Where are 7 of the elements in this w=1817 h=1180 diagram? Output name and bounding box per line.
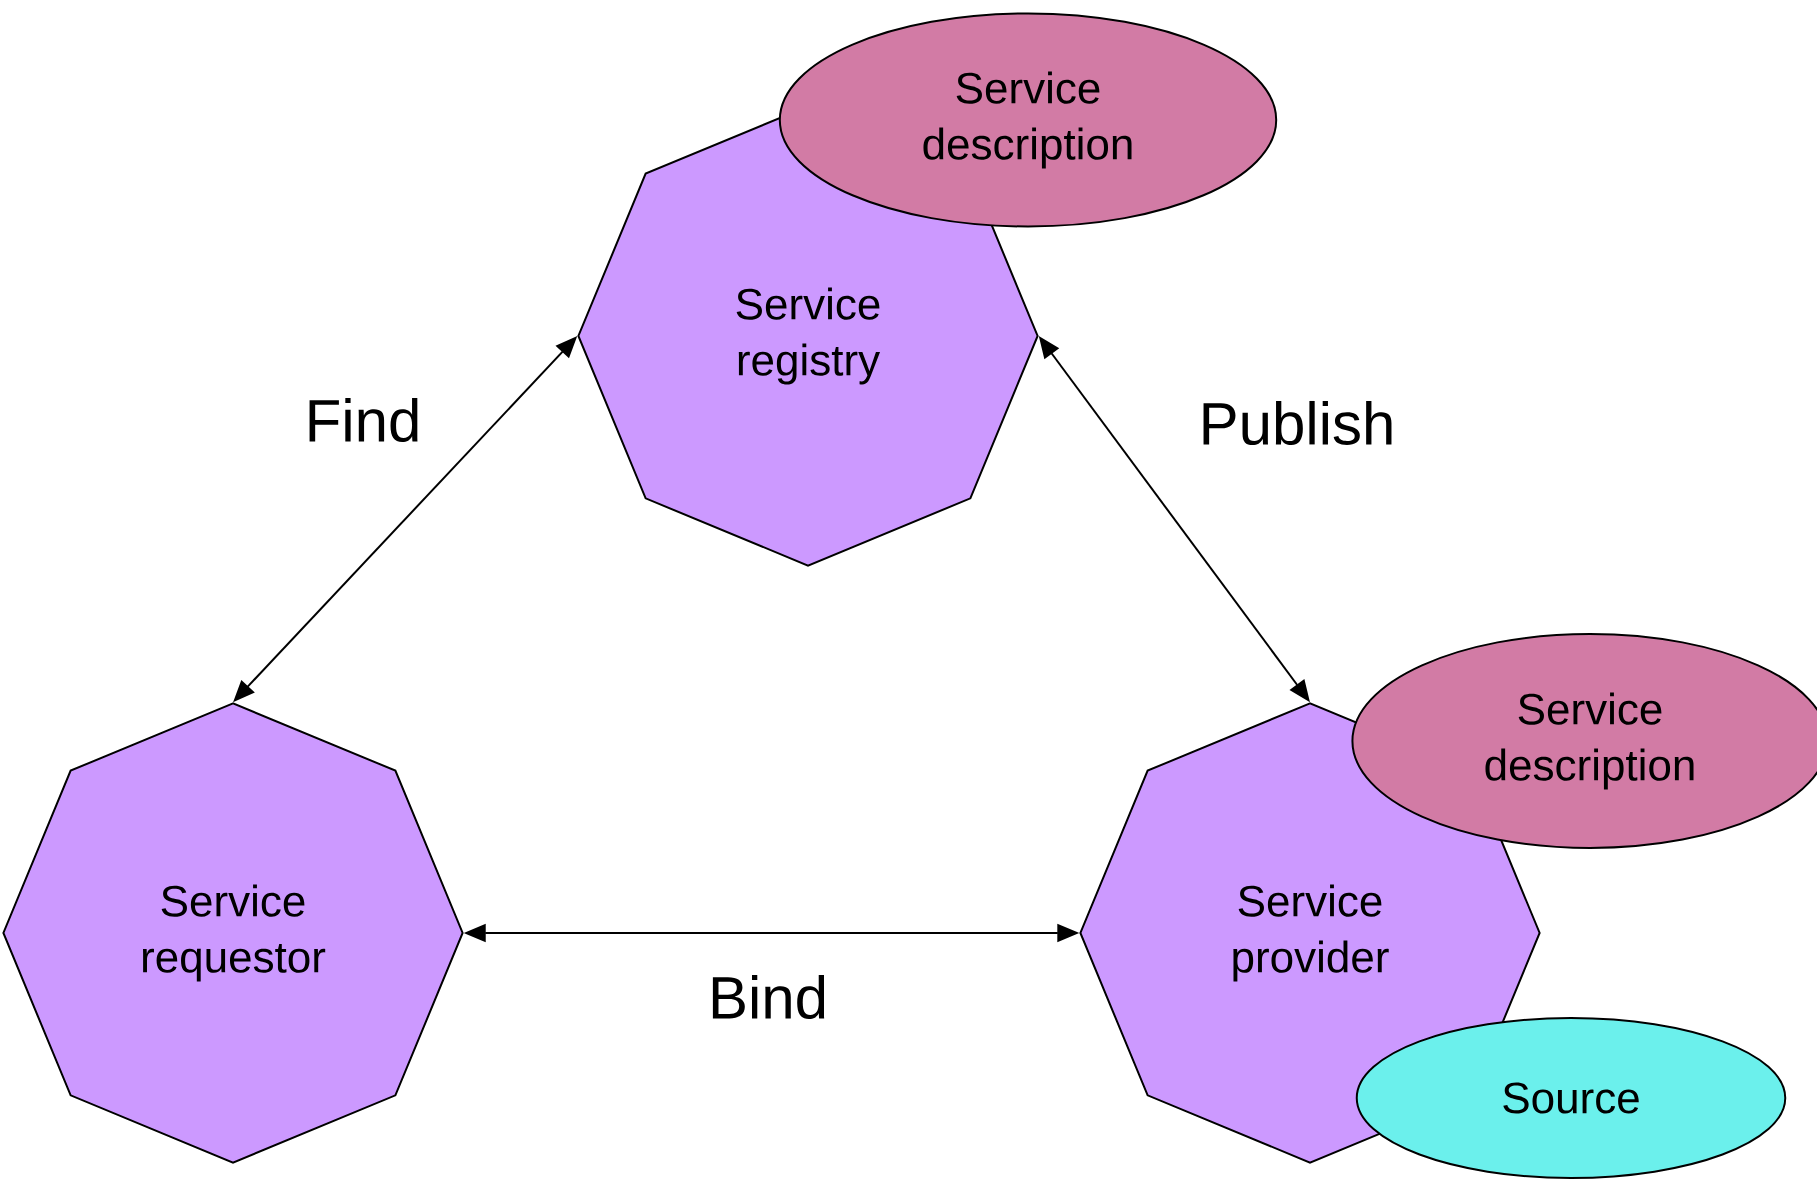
ellipse-node: Service description xyxy=(778,12,1278,228)
edge-label: Find xyxy=(301,394,425,445)
ellipse-node: Service description xyxy=(1351,633,1817,849)
ellipse-node: Source xyxy=(1355,1017,1787,1179)
edge-label: Publish xyxy=(1195,397,1399,448)
octagon-node: Service requestor xyxy=(2,702,464,1164)
edge-label: Bind xyxy=(704,971,832,1022)
